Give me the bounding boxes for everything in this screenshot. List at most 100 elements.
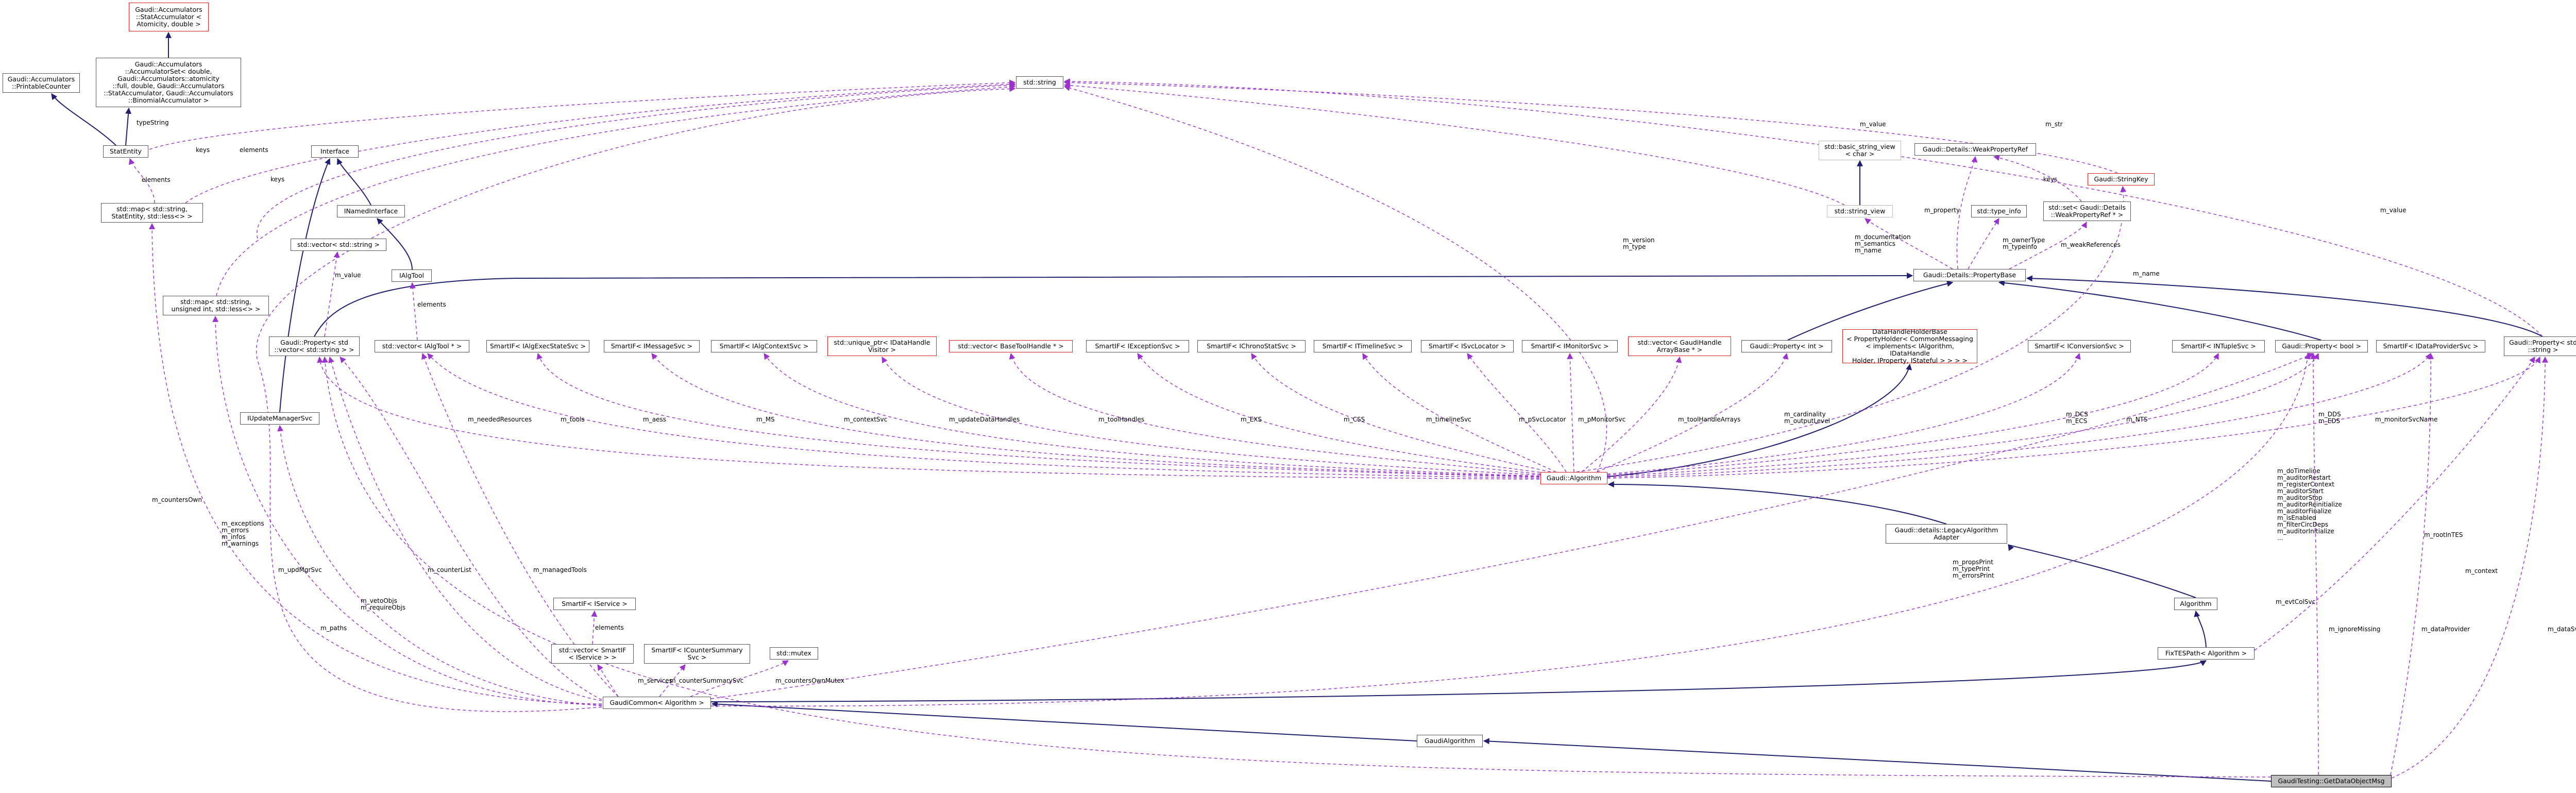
edge-label-m_property: m_property <box>1924 207 1960 214</box>
node-interface[interactable]: Interface <box>311 145 359 158</box>
node-property-int[interactable]: Gaudi::Property< int > <box>1741 340 1832 352</box>
edge-inamed-interface <box>337 158 371 206</box>
edge-label-keys_set: keys <box>2043 176 2057 183</box>
node-vector-ialgtool[interactable]: std::vector< IAlgTool * > <box>375 340 469 352</box>
node-stataccumulator[interactable]: Gaudi::Accumulators ::StatAccumulator < … <box>129 3 209 31</box>
node-property-bool[interactable]: Gaudi::Property< bool > <box>2275 340 2368 352</box>
node-sp-iexecstate[interactable]: SmartIF< IAlgExecStateSvc > <box>486 340 589 352</box>
node-sp-ichronostat[interactable]: SmartIF< IChronoStatSvc > <box>1197 340 1306 352</box>
node-iupdatemanagersvc[interactable]: IUpdateManagerSvc <box>240 412 319 425</box>
node-accumulatorset[interactable]: Gaudi::Accumulators ::AccumulatorSet< do… <box>96 58 241 107</box>
edge-label-m_evtcolsvc: m_evtColSvc <box>2276 598 2315 605</box>
edge-gaudialg-datahandle <box>1607 363 1912 477</box>
node-weakpropertyref[interactable]: Gaudi::Details::WeakPropertyRef <box>1914 143 2036 156</box>
node-gaudicommon[interactable]: GaudiCommon< Algorithm > <box>603 697 711 709</box>
edge-alg-stringkey <box>1576 185 2127 473</box>
node-sp-imessage[interactable]: SmartIF< IMessageSvc > <box>604 340 700 352</box>
node-sp-iservice[interactable]: SmartIF< IService > <box>553 598 636 610</box>
node-std-mutex[interactable]: std::mutex <box>770 647 818 660</box>
node-gaudialgorithm[interactable]: GaudiAlgorithm <box>1417 735 1483 747</box>
node-sp-idataprovider[interactable]: SmartIF< IDataProviderSvc > <box>2376 340 2485 352</box>
edge-label-m_value_sv: m_value <box>1860 121 1886 128</box>
edge-alg-idataprov <box>1607 352 2431 478</box>
edge-gc-mutex <box>690 660 789 697</box>
edge-gc-mapuint <box>212 315 602 705</box>
edge-propvec-propbase <box>314 273 1913 337</box>
node-datahandleholder[interactable]: DataHandleHolderBase < PropertyHolder< C… <box>1842 328 1977 364</box>
edge-label-m_tools: m_tools <box>561 416 585 423</box>
node-set-weakref[interactable]: std::set< Gaudi::Details ::WeakPropertyR… <box>2043 201 2131 221</box>
node-sp-isvclocator[interactable]: SmartIF< ISvcLocator > <box>1421 340 1514 352</box>
node-sp-iconversion[interactable]: SmartIF< IConversionSvc > <box>2028 340 2131 352</box>
node-printablecounter[interactable]: Gaudi::Accumulators ::PrintableCounter <box>3 73 80 93</box>
edge-label-m_dataprovider: m_dataProvider <box>2421 626 2470 633</box>
edge-statentity-string <box>149 79 1016 150</box>
edge-stringkey-string <box>1063 79 2118 174</box>
edge-alg-handlearray <box>1581 356 1682 473</box>
node-fixtespath[interactable]: FixTESPath< Algorithm > <box>2158 647 2255 660</box>
edge-label-m_weakreferences: m_weakReferences <box>2061 241 2121 248</box>
node-vector-basetoolhandle[interactable]: std::vector< BaseToolHandle * > <box>949 340 1073 352</box>
edge-label-m_monitorsvcname: m_monitorSvcName <box>2375 416 2437 423</box>
edge-label-m_str: m_str <box>2045 121 2063 128</box>
edge-getdata-propstr <box>2391 356 2548 779</box>
node-basic-string-view[interactable]: std::basic_string_view < char > <box>1819 141 1901 160</box>
edge-label-m_services: m_services <box>638 677 672 684</box>
node-type-info[interactable]: std::type_info <box>1971 205 2027 217</box>
node-statentity[interactable]: StatEntity <box>103 145 148 158</box>
edge-alg-imsg <box>651 353 1540 477</box>
node-std-string[interactable]: std::string <box>1016 76 1063 89</box>
edge-legacy-gaudialg <box>1607 481 1947 525</box>
node-sp-icountersummary[interactable]: SmartIF< ICounterSummary Svc > <box>644 644 750 664</box>
node-vector-sp-iservice[interactable]: std::vector< SmartIF < IService > > <box>551 644 634 664</box>
edge-label-m_context: m_context <box>2465 567 2498 575</box>
edge-fixtes-propstr <box>2254 356 2535 651</box>
edge-propbase-typeinfo <box>1968 217 1999 269</box>
node-inamedinterface[interactable]: INamedInterface <box>337 205 405 217</box>
node-sp-icontext[interactable]: SmartIF< IAlgContextSvc > <box>711 340 817 352</box>
node-sp-itimeline[interactable]: SmartIF< ITimelineSvc > <box>1314 340 1412 352</box>
edge-alg-propint <box>1597 352 1789 473</box>
edge-label-m_contextsvc: m_contextSvc <box>844 416 887 423</box>
node-sp-intuplesvc[interactable]: SmartIF< INTupleSvc > <box>2172 340 2265 352</box>
edge-vecsvc-spsvc <box>591 610 598 645</box>
node-property-vecstring[interactable]: Gaudi::Property< std ::vector< std::stri… <box>269 336 360 356</box>
node-algorithm[interactable]: Algorithm <box>2174 598 2217 610</box>
node-string-view[interactable]: std::string_view <box>1827 205 1893 217</box>
node-sp-iexception[interactable]: SmartIF< IExceptionSvc > <box>1086 340 1189 352</box>
node-propertybase[interactable]: Gaudi::Details::PropertyBase <box>1913 269 2026 281</box>
edge-alg-vecialg <box>427 353 1540 479</box>
edge-propbase-sv <box>1865 218 1953 269</box>
edge-alg-propbool <box>1607 352 2319 477</box>
node-property-string[interactable]: Gaudi::Property< std ::string > <box>2504 336 2576 356</box>
node-gaudi-algorithm[interactable]: Gaudi::Algorithm <box>1540 472 1607 484</box>
node-vector-handlearray[interactable]: std::vector< GaudiHandle ArrayBase * > <box>1628 336 1731 356</box>
node-ialgtool[interactable]: IAlgTool <box>392 269 432 282</box>
edge-iupdmgr-interface <box>279 158 331 413</box>
node-map-uint[interactable]: std::map< std::string, unsigned int, std… <box>163 296 269 315</box>
edge-algorithm-legacy <box>2008 544 2196 598</box>
edge-gc-propvec-a <box>328 356 602 701</box>
node-getdataobjmsg[interactable]: GaudiTesting::GetDataObjectMsg <box>2271 775 2392 787</box>
node-vector-string[interactable]: std::vector< std::string > <box>291 239 386 251</box>
node-map-statentity[interactable]: std::map< std::string, StatEntity, std::… <box>101 203 203 223</box>
node-sp-imonitor[interactable]: SmartIF< IMonitorSvc > <box>1522 340 1618 352</box>
edge-vecstr-string <box>257 82 1016 239</box>
edge-label-m_neededresources: m_neededResources <box>468 416 532 423</box>
edge-statentity-accset <box>125 107 132 146</box>
edge-alg-visitor <box>882 356 1541 476</box>
edge-label-keys_map_uint: keys <box>270 176 284 183</box>
node-uptr-visitor[interactable]: std::unique_ptr< IDataHandle Visitor > <box>827 336 937 356</box>
edge-statentity-printable <box>51 93 116 146</box>
node-stringkey[interactable]: Gaudi::StringKey <box>2088 173 2155 185</box>
edge-fixtes-algorithm <box>2194 610 2207 648</box>
edge-label-m_value_vecstring: m_value <box>335 272 361 279</box>
node-legacyalgorithmadapter[interactable]: Gaudi::details::LegacyAlgorithm Adapter <box>1886 524 2007 544</box>
